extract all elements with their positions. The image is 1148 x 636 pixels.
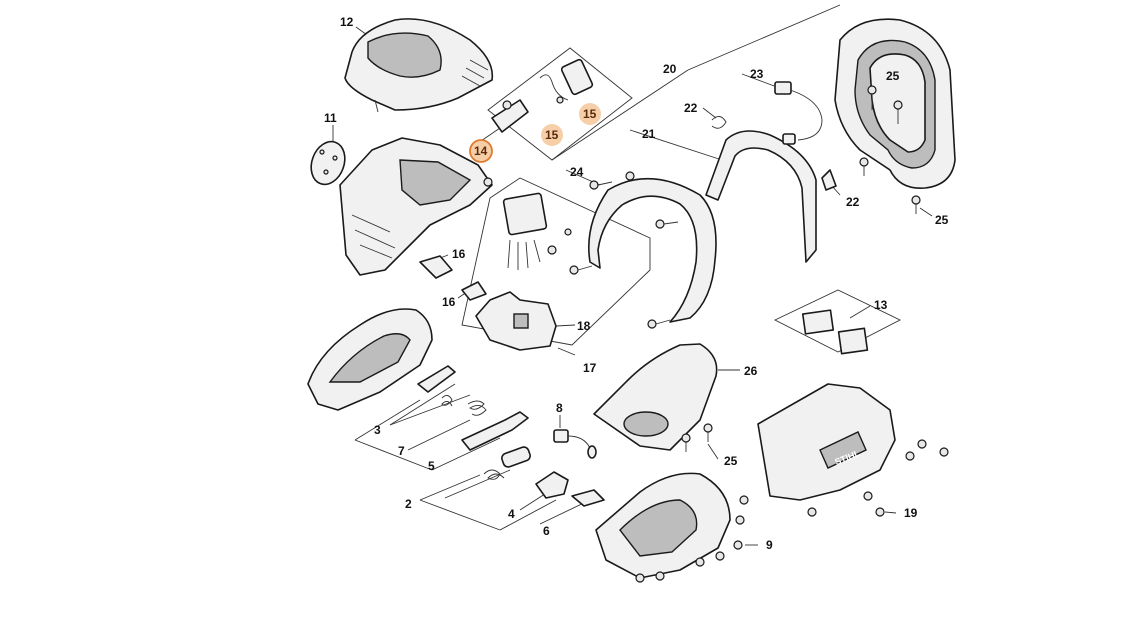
callout-17: 17 bbox=[583, 361, 597, 375]
callout-12: 12 bbox=[340, 15, 354, 29]
callout-15b: 15 bbox=[583, 107, 597, 121]
callout-6: 6 bbox=[543, 524, 550, 538]
callout-16a: 16 bbox=[452, 247, 466, 261]
callout-8: 8 bbox=[556, 401, 563, 415]
part-15-contacts bbox=[491, 58, 594, 133]
part-8-sensor bbox=[553, 429, 597, 459]
callout-26: 26 bbox=[744, 364, 758, 378]
screws-upper bbox=[569, 85, 921, 329]
part-21-handle-arm bbox=[705, 130, 817, 263]
highlight-15b bbox=[579, 103, 601, 125]
callout-22a: 22 bbox=[684, 101, 698, 115]
callout-9: 9 bbox=[766, 538, 773, 552]
callout-25a: 25 bbox=[886, 69, 900, 83]
callout-22b: 22 bbox=[846, 195, 860, 209]
trigger-mechanism bbox=[417, 365, 605, 507]
part-23-cable bbox=[774, 81, 823, 145]
callout-25c: 25 bbox=[724, 454, 738, 468]
callout-23: 23 bbox=[750, 67, 764, 81]
callout-13: 13 bbox=[874, 298, 888, 312]
part-17-switch-housing bbox=[475, 291, 557, 351]
callout-2: 2 bbox=[405, 497, 412, 511]
part-14-housing bbox=[339, 137, 493, 276]
screws-lower bbox=[635, 423, 949, 583]
callout-3: 3 bbox=[374, 423, 381, 437]
part-16-wedges bbox=[419, 255, 487, 301]
callout-5: 5 bbox=[428, 459, 435, 473]
callout-24: 24 bbox=[570, 165, 584, 179]
part-26-plate bbox=[593, 343, 718, 451]
callout-14: 14 bbox=[474, 144, 488, 158]
callout-16b: 16 bbox=[442, 295, 456, 309]
left-housing-shell bbox=[307, 308, 433, 411]
highlight-ring-14 bbox=[469, 139, 493, 163]
callout-7: 7 bbox=[398, 444, 405, 458]
part-11-gasket bbox=[310, 140, 346, 186]
callout-labels: 12 11 14 15 15 20 23 22 21 24 25 25 22 1… bbox=[324, 15, 949, 552]
callout-11: 11 bbox=[324, 111, 337, 125]
callout-25b: 25 bbox=[935, 213, 949, 227]
part-18-switch-module bbox=[502, 192, 572, 270]
highlight-15a bbox=[541, 124, 563, 146]
gear-housing: STIHL bbox=[757, 383, 896, 501]
callout-19: 19 bbox=[904, 506, 918, 520]
callout-20: 20 bbox=[663, 62, 677, 76]
part-22-clips bbox=[711, 116, 837, 191]
part-12-shroud bbox=[344, 18, 494, 113]
callout-18: 18 bbox=[577, 319, 591, 333]
callout-21: 21 bbox=[642, 127, 656, 141]
callout-15a: 15 bbox=[545, 128, 559, 142]
part-20-handle-bar bbox=[588, 171, 717, 323]
callout-4: 4 bbox=[508, 507, 515, 521]
part-13-pads bbox=[801, 309, 869, 355]
lower-front-housing bbox=[595, 472, 731, 579]
